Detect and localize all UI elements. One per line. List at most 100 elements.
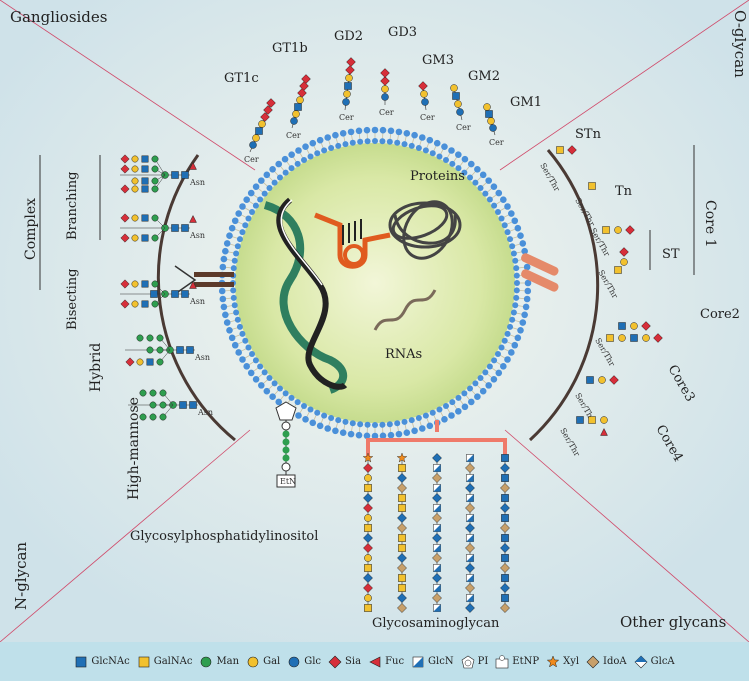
ganglioside-labels: GT1c GT1b GD2 GD3 GM3 GM2 GM1 bbox=[224, 25, 542, 110]
legend-item-fuc: Fuc bbox=[368, 655, 404, 669]
label-st: ST bbox=[662, 247, 680, 262]
legend-item-glcn: GlcN bbox=[411, 655, 454, 669]
label-complex: Complex bbox=[23, 198, 39, 260]
membrane-protein-right bbox=[521, 253, 559, 292]
legend-item-man: Man bbox=[199, 655, 239, 669]
protein-tangle bbox=[388, 200, 462, 260]
corner-label-nglycan: N-glycan bbox=[12, 542, 30, 610]
lipid-bilayer bbox=[218, 126, 532, 440]
legend-label: PI bbox=[477, 656, 489, 667]
cer-anchor-label: Cer bbox=[244, 155, 259, 164]
asn-anchor-label: Asn bbox=[197, 408, 213, 417]
cell-interior bbox=[235, 143, 515, 423]
corner-label-oglycan: O-glycan bbox=[731, 10, 749, 78]
legend-item-glca: GlcA bbox=[634, 655, 675, 669]
rnas-label: RNAs bbox=[385, 347, 422, 362]
label-core2: Core2 bbox=[700, 307, 740, 322]
oglycan-arc bbox=[528, 149, 600, 442]
dna-helix bbox=[263, 197, 348, 394]
label-hybrid: Hybrid bbox=[88, 343, 104, 392]
etn-label: EtN bbox=[280, 477, 296, 486]
glcn-square-icon bbox=[412, 656, 424, 667]
legend-label: Gal bbox=[263, 656, 281, 667]
label-gm1: GM1 bbox=[510, 95, 542, 110]
gal-circle-icon bbox=[247, 656, 259, 667]
nglycan-labels: Complex Branching Bisecting Hybrid High-… bbox=[23, 155, 142, 500]
gag-bracket bbox=[366, 420, 507, 460]
nglycan-arc bbox=[156, 154, 236, 442]
legend-item-glcnac: GlcNAc bbox=[74, 655, 130, 669]
legend-item-galnac: GalNAc bbox=[137, 655, 193, 669]
legend-label: Man bbox=[216, 656, 240, 667]
corner-label-gangliosides: Gangliosides bbox=[10, 8, 108, 26]
cer-anchor-label: Cer bbox=[379, 108, 394, 117]
label-gd2: GD2 bbox=[334, 29, 363, 44]
legend-bar: GlcNAc GalNAc Man Gal Glc Sia Fuc GlcN PI EtNP Xyl… bbox=[0, 642, 749, 681]
pi-pentagon-icon bbox=[461, 655, 474, 668]
gpi-label: Glycosylphosphatidylinositol bbox=[130, 529, 318, 544]
man-circle-icon bbox=[201, 656, 212, 667]
glca-diamond-icon bbox=[634, 655, 648, 668]
label-bisecting: Bisecting bbox=[65, 269, 80, 330]
cer-anchor-label: Cer bbox=[489, 138, 504, 147]
legend-label: GlcNAc bbox=[91, 656, 130, 667]
label-gm3: GM3 bbox=[422, 53, 454, 68]
label-core1: Core 1 bbox=[702, 200, 718, 247]
fuc-triangle-icon bbox=[369, 656, 381, 667]
legend-label: GlcN bbox=[428, 656, 454, 667]
legend-label: Xyl bbox=[563, 656, 580, 667]
cer-anchor-label: Cer bbox=[286, 131, 301, 140]
divider-line bbox=[499, 0, 749, 171]
diagram-canvas: Gangliosides O-glycan N-glycan Other gly… bbox=[0, 0, 749, 642]
legend-label: Fuc bbox=[385, 656, 405, 667]
gag-chains bbox=[362, 452, 510, 613]
divider-line bbox=[504, 429, 749, 642]
divider-line bbox=[0, 429, 251, 642]
galnac-square-icon bbox=[138, 656, 150, 667]
cer-anchor-label: Cer bbox=[456, 123, 471, 132]
etnp-box-icon bbox=[495, 654, 509, 668]
legend-item-glc: Glc bbox=[287, 655, 321, 669]
label-gm2: GM2 bbox=[468, 69, 500, 84]
asn-anchor-label: Asn bbox=[189, 178, 205, 187]
legend-item-gal: Gal bbox=[246, 655, 280, 669]
gag-label: Glycosaminoglycan bbox=[372, 616, 500, 631]
legend-item-etnp: EtNP bbox=[495, 654, 540, 669]
asn-anchor-label: Asn bbox=[194, 353, 210, 362]
membrane-protein-left bbox=[174, 265, 234, 295]
label-branching: Branching bbox=[65, 172, 80, 240]
label-high-mannose: High-mannose bbox=[126, 397, 142, 500]
label-gt1c: GT1c bbox=[224, 71, 259, 86]
legend-label: GalNAc bbox=[153, 656, 193, 667]
proteins-label: Proteins bbox=[410, 169, 465, 184]
asn-anchor-label: Asn bbox=[189, 297, 205, 306]
legend-label: GlcA bbox=[650, 656, 675, 667]
divider-line bbox=[0, 0, 256, 171]
label-tn: Tn bbox=[615, 184, 633, 199]
legend-item-xyl: Xyl bbox=[546, 654, 580, 669]
trna-shape bbox=[314, 212, 391, 269]
legend-item-pi: PI bbox=[461, 655, 489, 669]
gpi-anchor: EtN bbox=[275, 401, 297, 488]
label-stn: STn bbox=[575, 127, 602, 142]
label-gd3: GD3 bbox=[388, 25, 417, 40]
asn-anchor-label: Asn bbox=[189, 231, 205, 240]
cer-anchor-label: Cer bbox=[420, 113, 435, 122]
cer-anchor-label: Cer bbox=[339, 113, 354, 122]
legend-item-idoa: IdoA bbox=[586, 655, 627, 669]
legend-label: Sia bbox=[345, 656, 362, 667]
glcnac-square-icon bbox=[76, 656, 87, 667]
idoa-diamond-icon bbox=[586, 655, 600, 668]
label-gt1b: GT1b bbox=[272, 41, 308, 56]
corner-label-other-glycans: Other glycans bbox=[620, 613, 726, 631]
xyl-star-icon bbox=[546, 654, 560, 667]
legend-label: Glc bbox=[304, 656, 322, 667]
legend-label: EtNP bbox=[512, 656, 540, 667]
sia-diamond-icon bbox=[328, 655, 342, 668]
rna-strand bbox=[373, 289, 437, 331]
legend-label: IdoA bbox=[603, 656, 627, 667]
legend-item-sia: Sia bbox=[328, 655, 361, 669]
